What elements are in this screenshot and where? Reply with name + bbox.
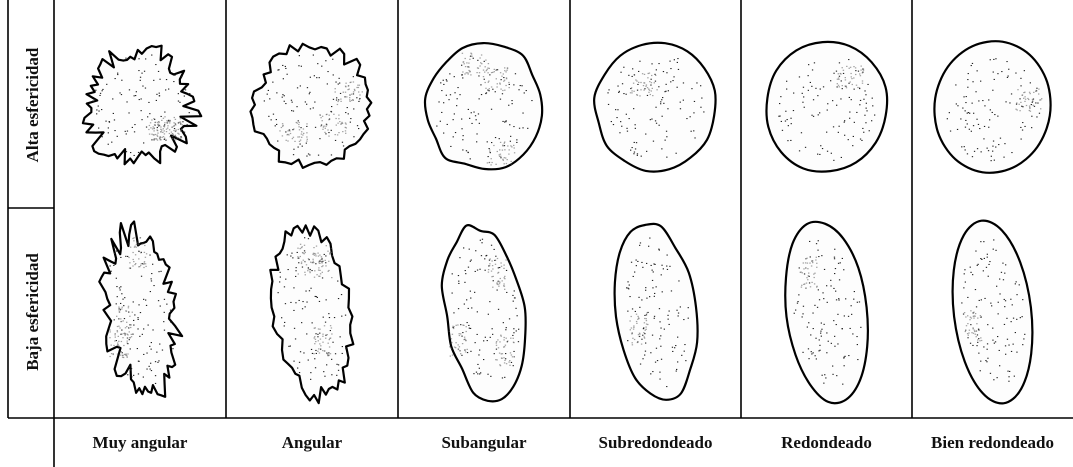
- grain-high-sphericity-1: [83, 46, 201, 165]
- column-label-6: Bien redondeado: [931, 433, 1054, 452]
- grain-high-sphericity-4: [594, 43, 716, 172]
- grain-outline: [615, 224, 698, 400]
- grain-outline: [270, 225, 353, 403]
- grain-low-sphericity-4: [615, 224, 698, 400]
- grain-low-sphericity-1: [99, 222, 182, 397]
- row-label-high-sphericity: Alta esfericidad: [23, 47, 42, 162]
- grain-low-sphericity-5: [785, 222, 868, 403]
- grain-outline: [785, 222, 868, 403]
- row-label-low-sphericity: Baja esfericidad: [23, 253, 42, 371]
- grain-outline: [251, 44, 372, 168]
- grain-high-sphericity-5: [766, 42, 887, 172]
- column-label-2: Angular: [282, 433, 343, 452]
- grain-outline: [766, 42, 887, 172]
- grain-low-sphericity-6: [953, 221, 1033, 404]
- grain-grid: [83, 41, 1051, 403]
- grain-high-sphericity-2: [251, 44, 372, 168]
- grain-outline: [934, 41, 1050, 173]
- column-label-1: Muy angular: [93, 433, 188, 452]
- column-label-4: Subredondeado: [598, 433, 712, 452]
- grain-outline: [425, 43, 542, 169]
- grain-low-sphericity-2: [270, 225, 353, 403]
- grain-outline: [83, 46, 201, 165]
- grain-low-sphericity-3: [442, 225, 526, 401]
- column-label-3: Subangular: [441, 433, 526, 452]
- grain-outline: [594, 43, 716, 172]
- grain-high-sphericity-6: [934, 41, 1050, 173]
- grain-high-sphericity-3: [425, 43, 542, 169]
- grain-outline: [99, 222, 182, 397]
- column-label-5: Redondeado: [781, 433, 872, 452]
- column-labels: Muy angular Angular Subangular Subredondead…: [93, 433, 1054, 452]
